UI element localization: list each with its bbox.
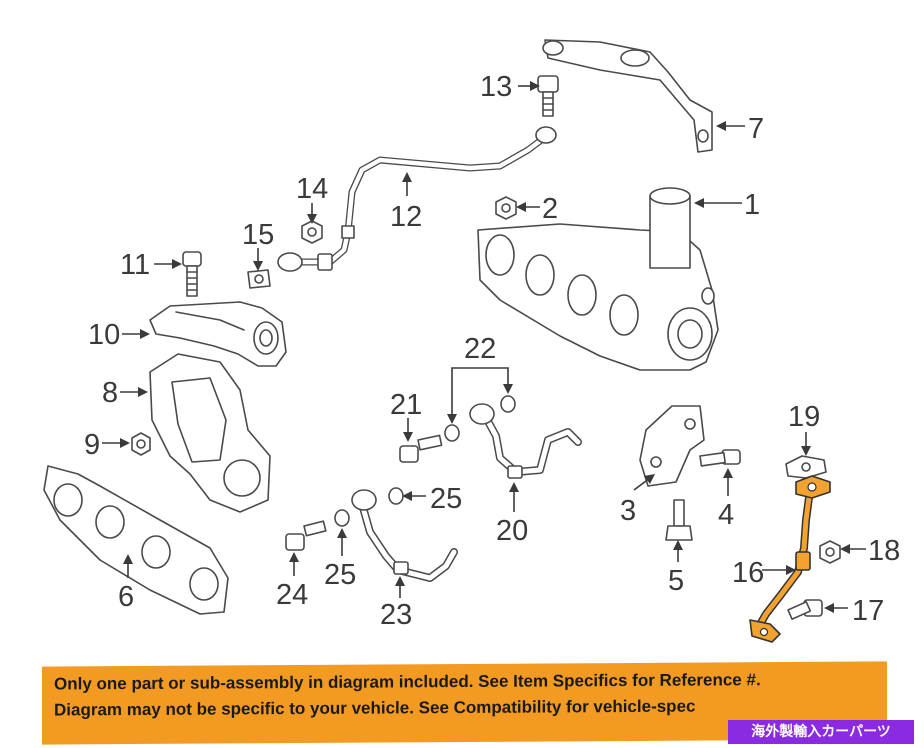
callout-12: 12 [390,201,422,233]
callout-19: 19 [788,401,820,433]
callout-24: 24 [276,579,308,611]
part-7-bracket [542,39,713,153]
notice-line-2: Diagram may not be specific to your vehi… [54,696,696,720]
parts-diagram: 1 2 3 4 5 6 7 8 9 10 11 12 13 14 15 16 1… [43,39,900,643]
part-10-heat-shield [149,301,287,367]
callout-13: 13 [480,71,512,103]
callout-5: 5 [668,565,684,597]
callout-11: 11 [120,249,150,281]
leader-arrows [102,81,866,613]
part-20-oil-tube [469,403,582,479]
part-9-nut [131,432,151,456]
part-15-gasket [247,269,271,289]
callout-3: 3 [620,495,636,527]
callout-2: 2 [542,193,558,225]
callout-1: 1 [744,189,760,221]
part-19-gasket [785,455,827,479]
part-21-bolt [399,434,443,463]
callout-18: 18 [868,535,900,567]
part-24-bolt [285,520,327,551]
part-6-manifold-gasket [43,465,229,615]
part-2-nut [495,196,517,220]
part-18-nut [819,540,841,564]
callout-25b: 25 [430,483,462,515]
part-14-nut [301,220,323,244]
callout-17: 17 [852,595,884,627]
callout-8: 8 [102,377,118,409]
notice-line-1: Only one part or sub-assembly in diagram… [54,670,761,694]
part-12-oil-line [277,126,557,272]
callout-20: 20 [496,515,528,547]
import-parts-badge: 海外製輸入カーパーツ [728,720,914,744]
part-3-bracket [639,405,705,487]
callout-15: 15 [242,219,274,251]
callout-21: 21 [390,389,422,421]
callout-22: 22 [464,333,496,365]
callout-9: 9 [84,429,100,461]
part-25-washers [334,487,404,527]
part-17-bolt [787,599,823,620]
callout-4: 4 [718,499,734,531]
part-8-flange [149,353,271,513]
callout-16: 16 [732,557,764,589]
part-22-washers [444,395,516,442]
callout-7: 7 [748,113,764,145]
callout-14: 14 [296,173,328,205]
callout-6: 6 [118,581,134,613]
callout-25a: 25 [324,559,356,591]
part-13-bolt [537,75,559,117]
callout-23: 23 [380,599,412,631]
part-5-bolt [665,499,693,541]
part-16-oil-tube-highlighted [749,475,831,643]
part-4-bolt [699,449,741,467]
part-23-oil-tube [351,489,458,582]
part-1-turbocharger [477,187,719,371]
callout-10: 10 [88,319,120,351]
callout-labels: 1 2 3 4 5 6 7 8 9 10 11 12 13 14 15 16 1… [84,71,900,631]
part-11-bolt [182,251,202,297]
